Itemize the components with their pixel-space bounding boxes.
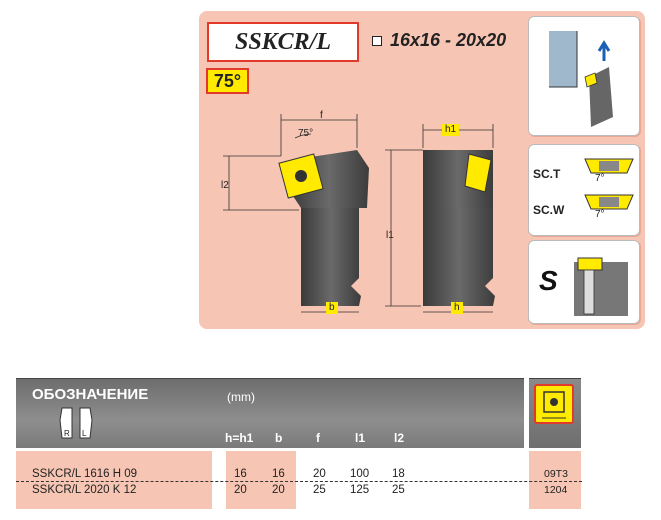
clamp-type-s: S: [539, 265, 558, 296]
machining-direction-box: [528, 16, 640, 136]
row2-l2: 25: [392, 484, 405, 496]
unit-label: (mm): [227, 390, 255, 404]
row1-designation: SSKCR/L 1616 H 09: [32, 468, 138, 480]
insert-column-bg: [529, 451, 581, 509]
col-header-l1: l1: [355, 431, 366, 445]
col-header-h: h=h1: [225, 431, 254, 445]
front-view-holder: [278, 150, 369, 306]
dim-l1-label: l1: [386, 230, 394, 241]
row1-insert: 09T3: [544, 468, 568, 480]
model-title: SSKCR/L: [207, 22, 359, 62]
row2-b: 20: [272, 484, 285, 496]
dim-l2-label: l2: [221, 180, 229, 191]
side-view-holder: [423, 150, 495, 306]
dim-f-label: f: [320, 110, 323, 121]
clamp-scw-label: SC.W: [533, 203, 565, 217]
size-range: 16x16 - 20x20: [372, 30, 506, 51]
machining-direction-diagram: [549, 31, 613, 127]
arrow-up-icon: [597, 40, 611, 61]
designation-column-bg: [16, 451, 212, 509]
row1-b: 16: [272, 468, 285, 480]
tool-drawing: [223, 114, 495, 313]
clamp-sct-label: SC.T: [533, 167, 561, 181]
screw-clamp-diagram: [574, 257, 628, 316]
square-shank-icon: [372, 35, 382, 46]
table-header: [16, 378, 524, 448]
row2-f: 25: [313, 484, 326, 496]
row2-designation: SSKCR/L 2020 K 12: [32, 484, 137, 496]
col-header-f: f: [316, 431, 320, 445]
hand-r-label: R: [64, 429, 70, 438]
dim-b-label: b: [326, 302, 338, 314]
dim-angle-label: 75°: [298, 128, 314, 139]
col-header-l2: l2: [394, 431, 405, 445]
row2-l1: 125: [350, 484, 370, 496]
row2-insert: 1204: [544, 484, 568, 496]
size-range-text: 16x16 - 20x20: [390, 30, 507, 50]
row1-h: 16: [234, 468, 247, 480]
row2-h: 20: [234, 484, 247, 496]
clamp-angle-t: 7°: [595, 173, 605, 184]
right-left-hand-icon: [59, 407, 93, 439]
row1-l2: 18: [392, 468, 405, 480]
dim-h-label: h: [451, 302, 463, 314]
h-b-column-bg: [226, 451, 296, 509]
dim-h1-label: h1: [442, 124, 460, 136]
row1-f: 20: [313, 468, 326, 480]
square-insert-icon: [534, 384, 574, 424]
hand-l-label: L: [82, 429, 87, 438]
row1-l1: 100: [350, 468, 370, 480]
insert-profile-icons: [584, 158, 634, 210]
clamp-types-box: SC.T SC.W 7° 7°: [528, 144, 640, 236]
clamp-angle-w: 7°: [595, 209, 605, 220]
designation-header: ОБОЗНАЧЕНИЕ: [32, 386, 149, 403]
col-header-b: b: [275, 431, 283, 445]
approach-angle-badge: 75°: [206, 68, 249, 94]
row-divider: [16, 481, 582, 482]
